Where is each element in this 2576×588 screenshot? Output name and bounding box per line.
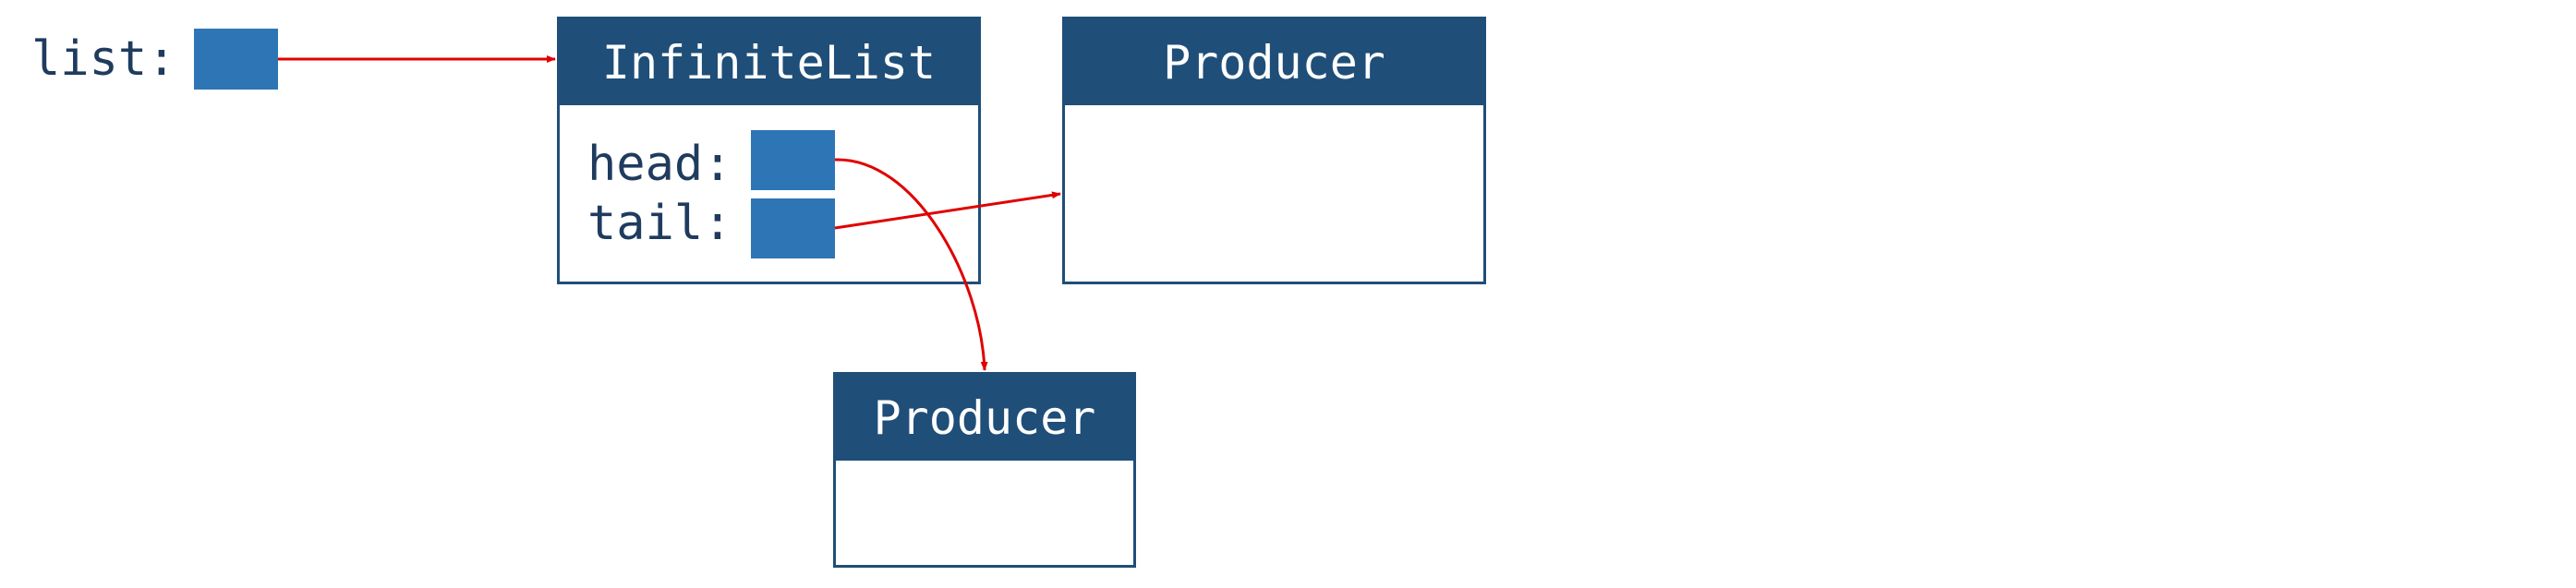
producer-bottom-header: Producer [836, 375, 1133, 461]
tail-field-label: tail: [587, 196, 732, 251]
head-field-label: head: [587, 137, 732, 192]
list-variable-label: list: [31, 31, 176, 87]
producer-right-object: Producer [1062, 17, 1486, 284]
infinite-list-title: InfiniteList [601, 35, 937, 90]
infinite-list-header: InfiniteList [560, 19, 978, 105]
producer-bottom-object: Producer [833, 372, 1136, 568]
producer-right-header: Producer [1065, 19, 1483, 105]
producer-right-title: Producer [1163, 35, 1385, 90]
head-pointer [751, 130, 835, 190]
tail-pointer [751, 198, 835, 258]
producer-bottom-title: Producer [873, 390, 1096, 445]
list-pointer [194, 29, 278, 90]
